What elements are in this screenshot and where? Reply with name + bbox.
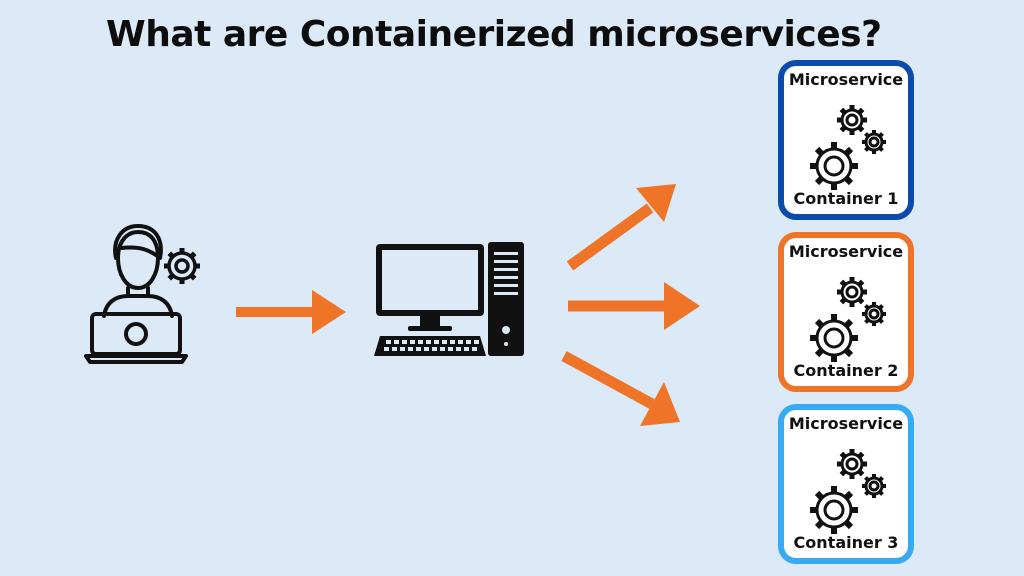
microservice-label: Microservice bbox=[788, 70, 904, 89]
container-label: Container 2 bbox=[793, 361, 899, 380]
arrow-to-container-3 bbox=[561, 351, 680, 426]
arrow-to-container-2 bbox=[568, 282, 700, 330]
gears-icon bbox=[810, 449, 886, 534]
container-box-2: Microservice bbox=[778, 232, 914, 392]
gears-icon bbox=[810, 105, 886, 190]
page-title: What are Containerized microservices? bbox=[106, 14, 882, 55]
microservice-label: Microservice bbox=[788, 414, 904, 433]
container-box-1: Microservice bbox=[778, 60, 914, 220]
arrow-to-computer bbox=[236, 290, 346, 334]
desktop-computer-icon bbox=[374, 242, 524, 356]
settings-gear-icon bbox=[164, 248, 200, 284]
container-box-3: Microservice bbox=[778, 404, 914, 564]
container-label: Container 1 bbox=[793, 189, 899, 208]
container-label: Container 3 bbox=[793, 533, 899, 552]
arrow-to-container-1 bbox=[566, 184, 676, 271]
gears-icon bbox=[810, 277, 886, 362]
developer-laptop-icon bbox=[84, 224, 188, 364]
microservice-label: Microservice bbox=[788, 242, 904, 261]
